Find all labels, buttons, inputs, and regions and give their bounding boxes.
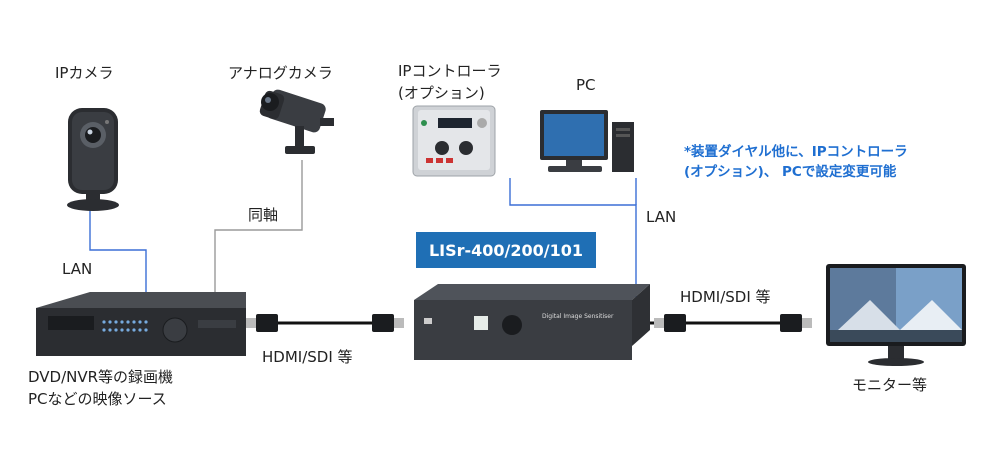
ip-camera-icon [67, 108, 119, 211]
ip-controller-option-label: (オプション) [398, 84, 485, 102]
pc-label: PC [576, 76, 596, 94]
coax-line-analog-camera [214, 160, 303, 300]
hdmi-cable-right [650, 314, 812, 332]
monitor-icon [826, 264, 966, 366]
dvd-nvr-recorder-icon [36, 292, 246, 356]
source-label-line-1: DVD/NVR等の録画機 [28, 368, 174, 386]
pc-icon [540, 110, 634, 172]
lan-line-controller [509, 178, 637, 300]
hdmi-label-right: HDMI/SDI 等 [680, 288, 771, 306]
coax-label: 同軸 [248, 206, 279, 224]
note-line-2: (オプション)、 PCで設定変更可能 [684, 164, 897, 180]
ip-camera-label: IPカメラ [55, 64, 114, 82]
ip-controller-label: IPコントローラ [398, 62, 502, 80]
analog-camera-icon [259, 89, 334, 154]
source-label-line-2: PCなどの映像ソース [28, 390, 167, 408]
note-line-1: *装置ダイヤル他に、IPコントローラ [684, 144, 908, 160]
lan-label-right: LAN [646, 208, 677, 226]
analog-camera-label: アナログカメラ [228, 64, 333, 82]
monitor-label: モニター等 [852, 376, 928, 394]
hdmi-label-left: HDMI/SDI 等 [262, 348, 353, 366]
product-title-badge: LISr-400/200/101 [416, 232, 596, 268]
lisr-device-icon: Digital Image Sensitiser [414, 284, 650, 360]
lan-label-left: LAN [62, 260, 93, 278]
hdmi-cable-left [246, 314, 404, 332]
ip-controller-icon [412, 105, 496, 177]
lan-line-ip-camera [89, 208, 147, 300]
device-brand-text: Digital Image Sensitiser [542, 313, 614, 320]
